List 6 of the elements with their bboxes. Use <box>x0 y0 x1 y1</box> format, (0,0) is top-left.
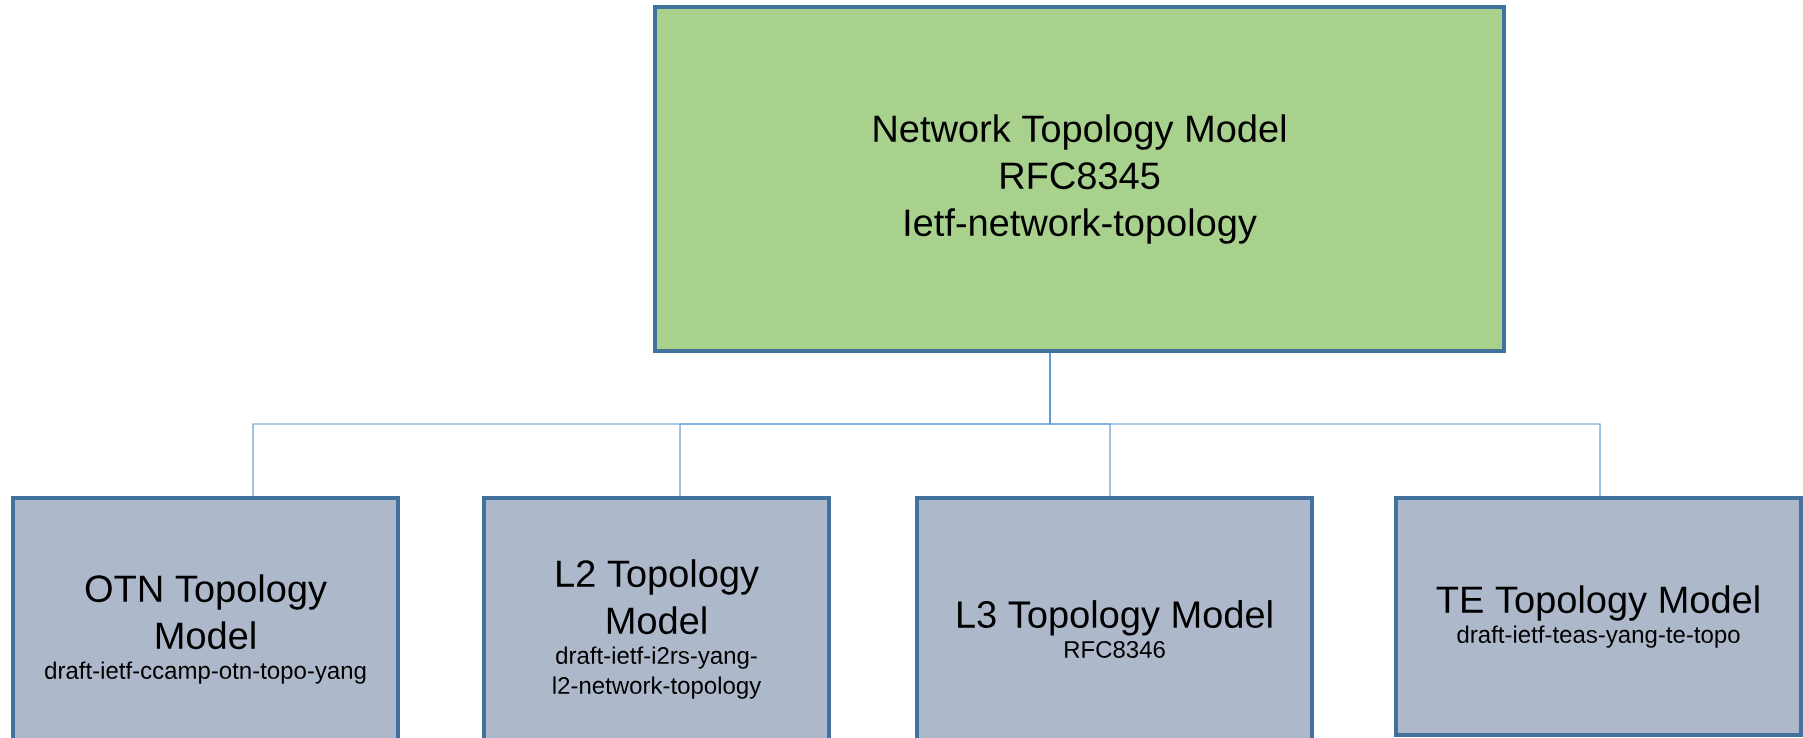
connector-line <box>1049 352 1601 497</box>
topology-box: TE Topology Model draft-ietf-teas-yang-te-topo <box>1394 496 1803 737</box>
topology-box: L3 Topology Model RFC8346 <box>915 496 1314 738</box>
topology-box: L2 Topology Model draft-ietf-i2rs-yang-l2-network-topology <box>482 496 831 738</box>
topology-box: Network Topology Model RFC8345 Ietf-network-topology <box>653 5 1506 353</box>
topology-box: OTN Topology Model draft-ietf-ccamp-otn-topo-yang <box>11 496 400 738</box>
